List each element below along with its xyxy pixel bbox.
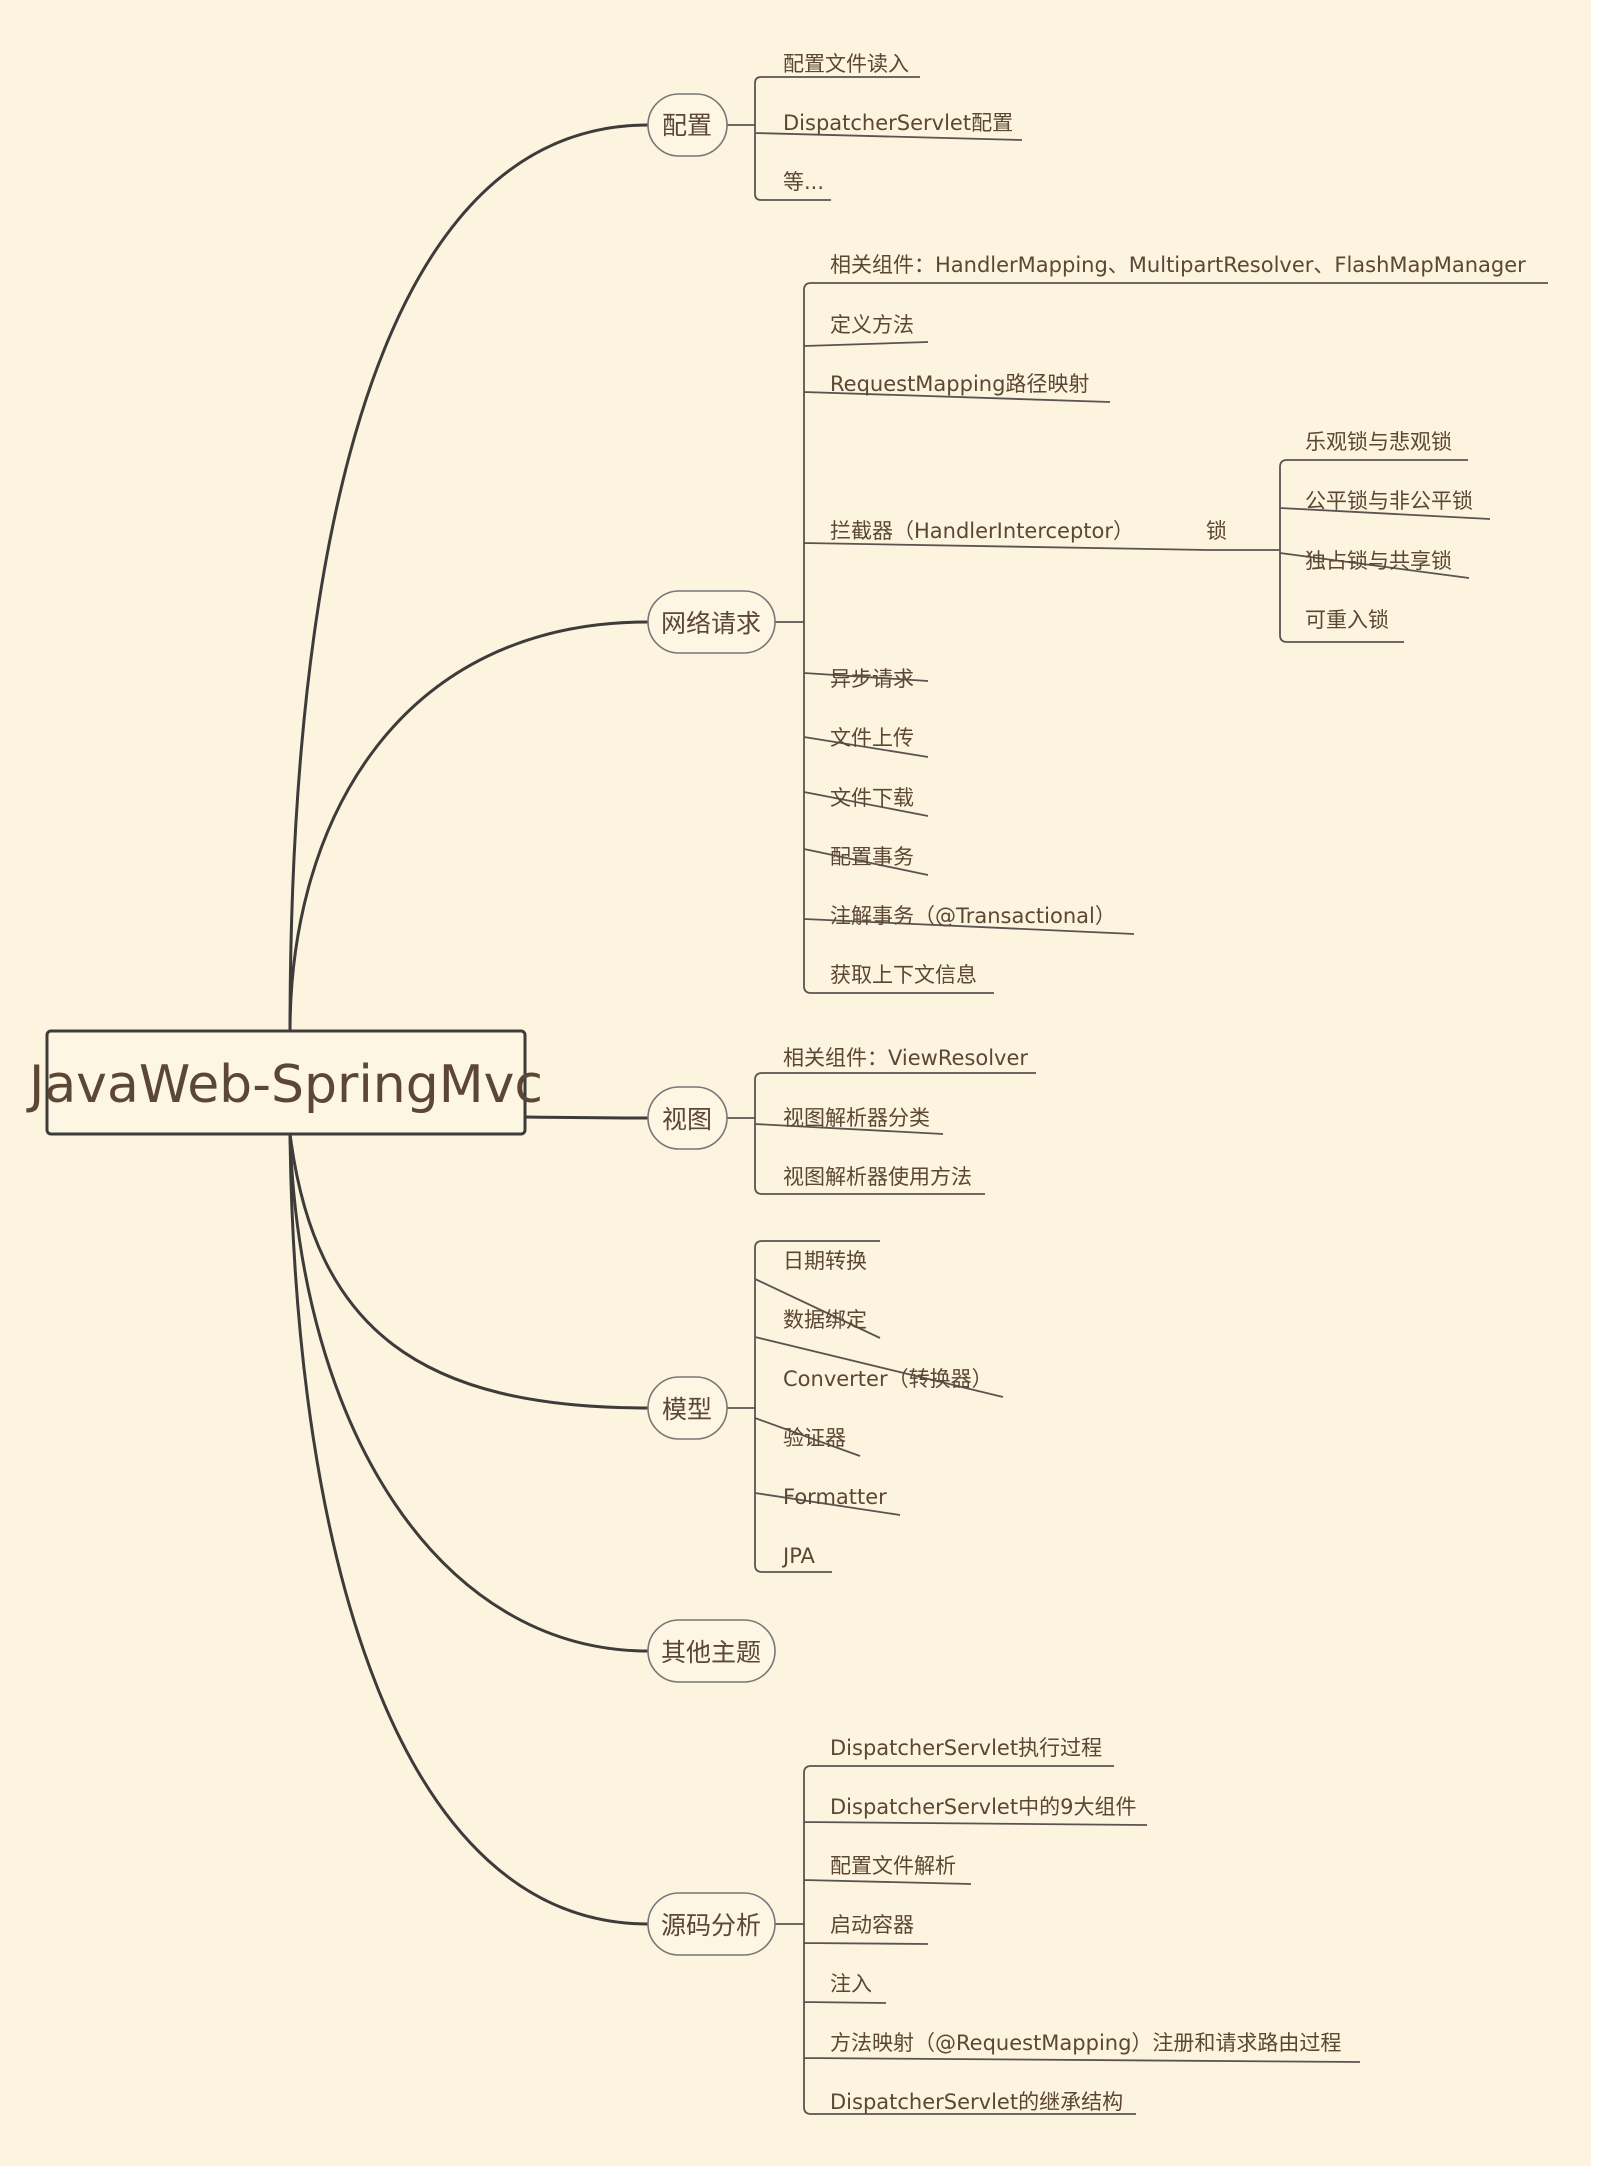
source-item-5: 方法映射（@RequestMapping）注册和请求路由过程	[830, 2031, 1341, 2055]
network-item-5: 异步请求	[830, 667, 914, 691]
other-label: 其他主题	[661, 1638, 761, 1667]
model-label: 模型	[662, 1395, 712, 1424]
network-item-7: 文件下载	[830, 786, 914, 810]
network-item-6: 文件上传	[830, 726, 914, 750]
source-item-3: 启动容器	[830, 1913, 914, 1937]
model-bracket	[727, 1240, 1004, 1573]
config-bracket	[727, 76, 1023, 201]
branch-view[interactable]: 视图 相关组件：ViewResolver 视图解析器分类 视图解析器使用方法	[647, 1046, 1036, 1195]
curve-model	[288, 1133, 649, 1410]
network-bracket	[775, 282, 1548, 994]
network-item-lock: 锁	[1206, 519, 1227, 543]
network-item-9: 注解事务（@Transactional）	[830, 904, 1116, 928]
network-item-10: 获取上下文信息	[830, 963, 977, 987]
network-item-8: 配置事务	[830, 845, 914, 869]
root-box	[45, 1029, 527, 1136]
branch-source[interactable]: 源码分析 DispatcherServlet执行过程 DispatcherSer…	[647, 1736, 1361, 2115]
network-item-1: 定义方法	[830, 313, 914, 337]
model-item-0: 日期转换	[783, 1249, 867, 1273]
config-item-2: 等...	[783, 170, 824, 194]
network-item-0: 相关组件：HandlerMapping、MultipartResolver、Fl…	[830, 253, 1526, 277]
source-item-0: DispatcherServlet执行过程	[830, 1736, 1102, 1760]
network-label: 网络请求	[661, 609, 761, 638]
root-label: JavaWeb-SpringMvc	[26, 1055, 543, 1115]
source-node	[647, 1892, 776, 1956]
network-item-2: RequestMapping路径映射	[830, 372, 1089, 396]
curve-source	[288, 1133, 649, 1926]
model-item-2: Converter（转换器）	[783, 1367, 993, 1391]
model-node	[647, 1376, 728, 1440]
source-item-1: DispatcherServlet中的9大组件	[830, 1795, 1136, 1819]
config-item-1: DispatcherServlet配置	[783, 111, 1013, 135]
source-item-2: 配置文件解析	[830, 1854, 956, 1878]
lock-item-2: 独占锁与共享锁	[1305, 549, 1452, 573]
curve-network	[288, 620, 649, 1033]
model-item-4: Formatter	[783, 1485, 887, 1509]
source-item-6: DispatcherServlet的继承结构	[830, 2090, 1123, 2114]
lock-item-3: 可重入锁	[1305, 608, 1389, 632]
network-item-3: 拦截器（HandlerInterceptor）	[830, 519, 1134, 543]
lock-item-1: 公平锁与非公平锁	[1305, 489, 1473, 513]
view-bracket	[727, 1072, 1036, 1195]
network-node	[647, 590, 776, 654]
curve-other	[288, 1133, 649, 1653]
model-item-5: JPA	[781, 1544, 816, 1568]
branch-other[interactable]: 其他主题	[647, 1619, 776, 1683]
branch-model[interactable]: 模型 日期转换 数据绑定 Converter（转换器） 验证器 Formatte…	[647, 1240, 1004, 1573]
source-label: 源码分析	[661, 1911, 761, 1940]
curve-config	[288, 123, 649, 1033]
config-label: 配置	[662, 111, 712, 140]
source-item-4: 注入	[830, 1972, 872, 1996]
view-item-1: 视图解析器分类	[783, 1106, 930, 1130]
lock-item-0: 乐观锁与悲观锁	[1305, 430, 1452, 454]
curve-view	[524, 1115, 649, 1120]
config-item-0: 配置文件读入	[783, 52, 909, 76]
model-item-1: 数据绑定	[783, 1308, 867, 1332]
branch-network[interactable]: 网络请求 相关组件：HandlerMapping、MultipartResolv…	[647, 253, 1548, 994]
config-node	[647, 93, 728, 157]
other-node	[647, 1619, 776, 1683]
branch-curves	[288, 123, 649, 1926]
view-node	[647, 1086, 728, 1150]
root-node[interactable]: JavaWeb-SpringMvc	[26, 1029, 543, 1136]
view-item-2: 视图解析器使用方法	[783, 1165, 972, 1189]
branch-config[interactable]: 配置 配置文件读入 DispatcherServlet配置 等...	[647, 52, 1023, 201]
source-bracket	[775, 1765, 1361, 2115]
view-item-0: 相关组件：ViewResolver	[783, 1046, 1028, 1070]
view-label: 视图	[662, 1105, 712, 1134]
model-item-3: 验证器	[783, 1426, 846, 1450]
lock-bracket	[1251, 459, 1491, 643]
